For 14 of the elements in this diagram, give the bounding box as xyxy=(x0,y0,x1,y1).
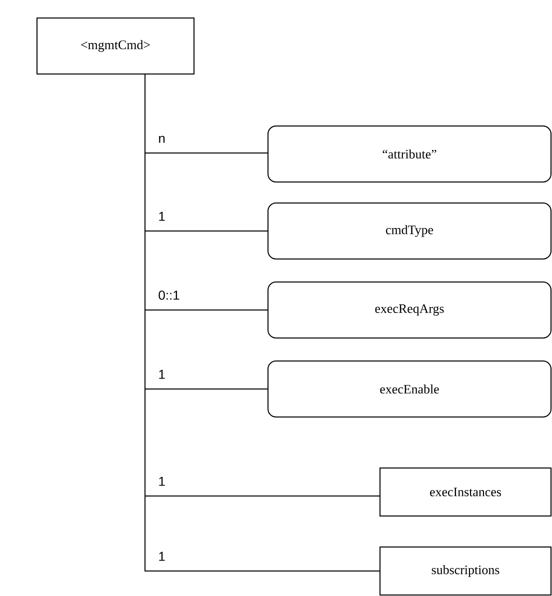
edge-label: 1 xyxy=(157,476,166,487)
rounded-box: execReqArgs xyxy=(268,282,552,338)
box: subscriptions xyxy=(380,546,552,596)
box: execInstances xyxy=(380,468,552,516)
rounded-box: cmdType xyxy=(268,202,552,260)
connector-line xyxy=(144,74,380,572)
box: <mgmtCmd> xyxy=(36,18,194,74)
edge-label: n xyxy=(157,134,166,144)
edge-label: 1 xyxy=(157,550,166,562)
edge-label: 1 xyxy=(157,368,166,380)
edge-label: 0::1 xyxy=(157,290,181,301)
rounded-box: execEnable xyxy=(268,360,552,418)
rounded-box: “attribute” xyxy=(268,126,552,182)
edge-label: 1 xyxy=(157,210,166,222)
